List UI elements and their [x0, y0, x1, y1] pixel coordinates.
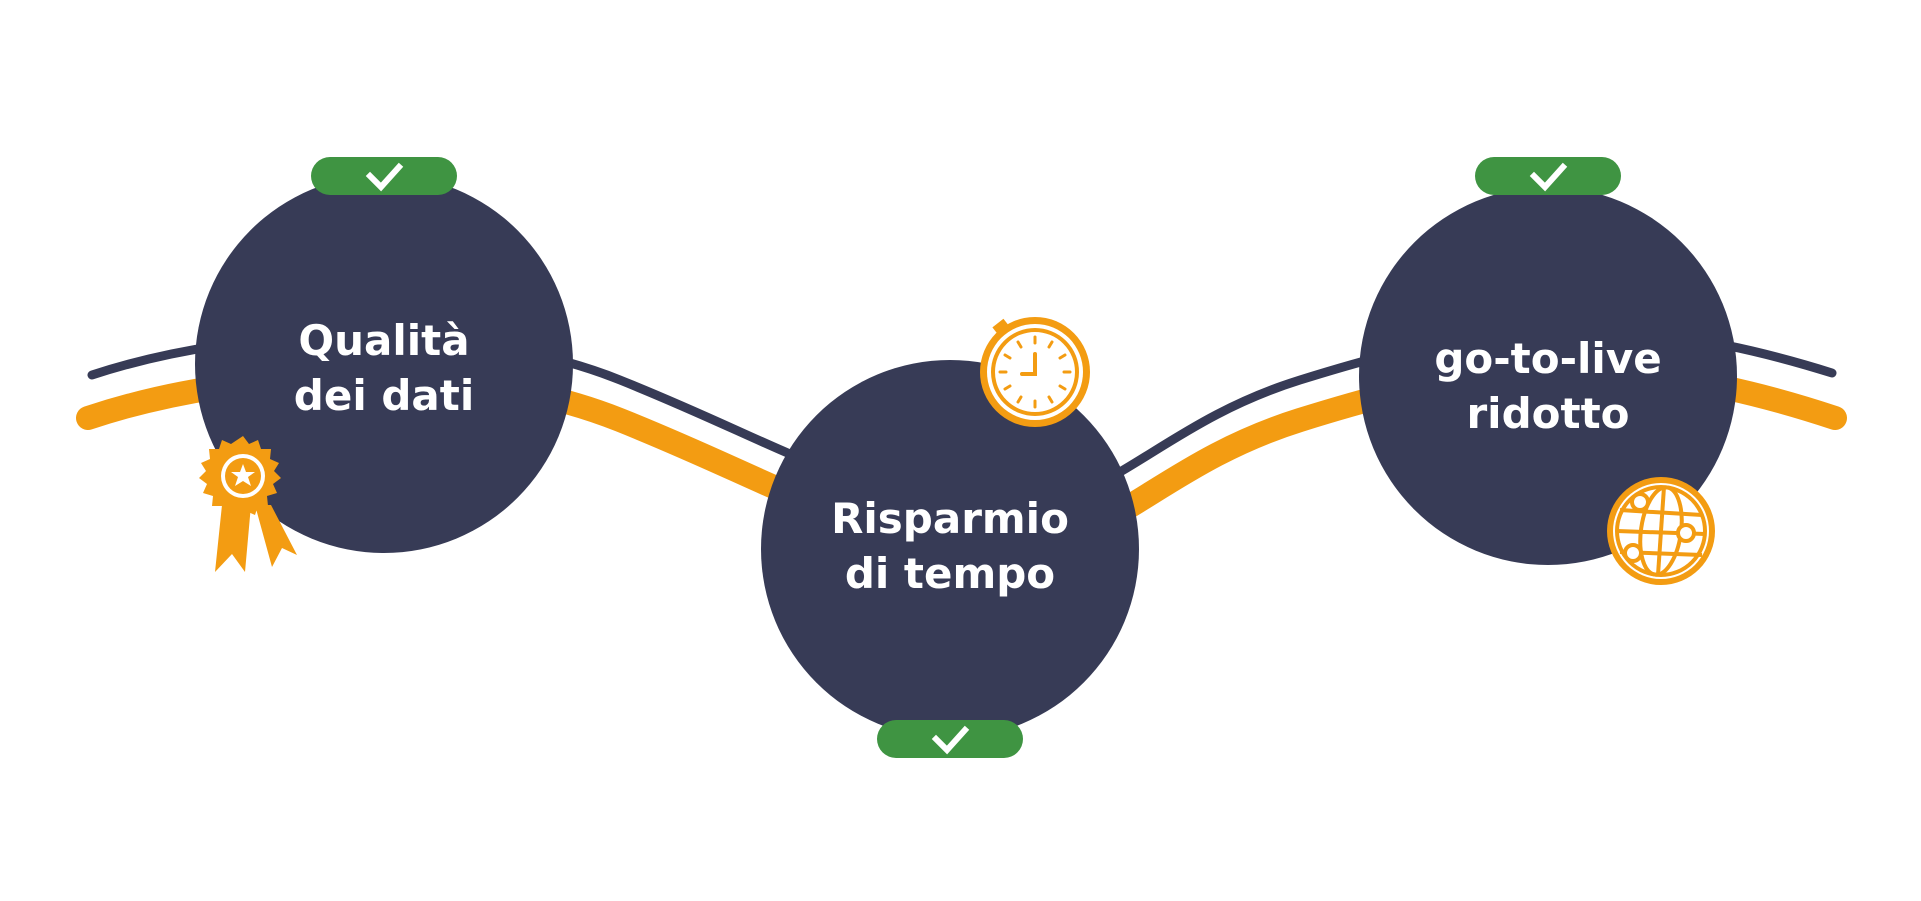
globe-icon	[1607, 477, 1715, 585]
step-title-line2: di tempo	[845, 549, 1055, 598]
stopwatch-icon	[980, 317, 1090, 427]
check-badge	[1475, 157, 1621, 195]
step-title-line1: Risparmio	[831, 494, 1069, 543]
step-title-line1: Qualità	[298, 316, 469, 365]
check-badge	[311, 157, 457, 195]
check-badge	[877, 720, 1023, 758]
step-circle	[195, 175, 573, 553]
check-icon	[365, 162, 404, 192]
check-icon	[1529, 162, 1568, 192]
step-time-saving: Risparmio di tempo	[761, 317, 1139, 758]
step-circle	[1359, 187, 1737, 565]
step-reduced-go-to-live: go-to-live ridotto	[1359, 157, 1737, 585]
step-circle	[761, 360, 1139, 738]
step-title-line2: dei dati	[294, 371, 474, 420]
step-title-line1: go-to-live	[1434, 334, 1661, 383]
step-title-line2: ridotto	[1466, 389, 1629, 438]
check-icon	[931, 725, 970, 755]
award-ribbon-icon	[199, 436, 297, 572]
step-data-quality: Qualità dei dati	[195, 157, 573, 572]
